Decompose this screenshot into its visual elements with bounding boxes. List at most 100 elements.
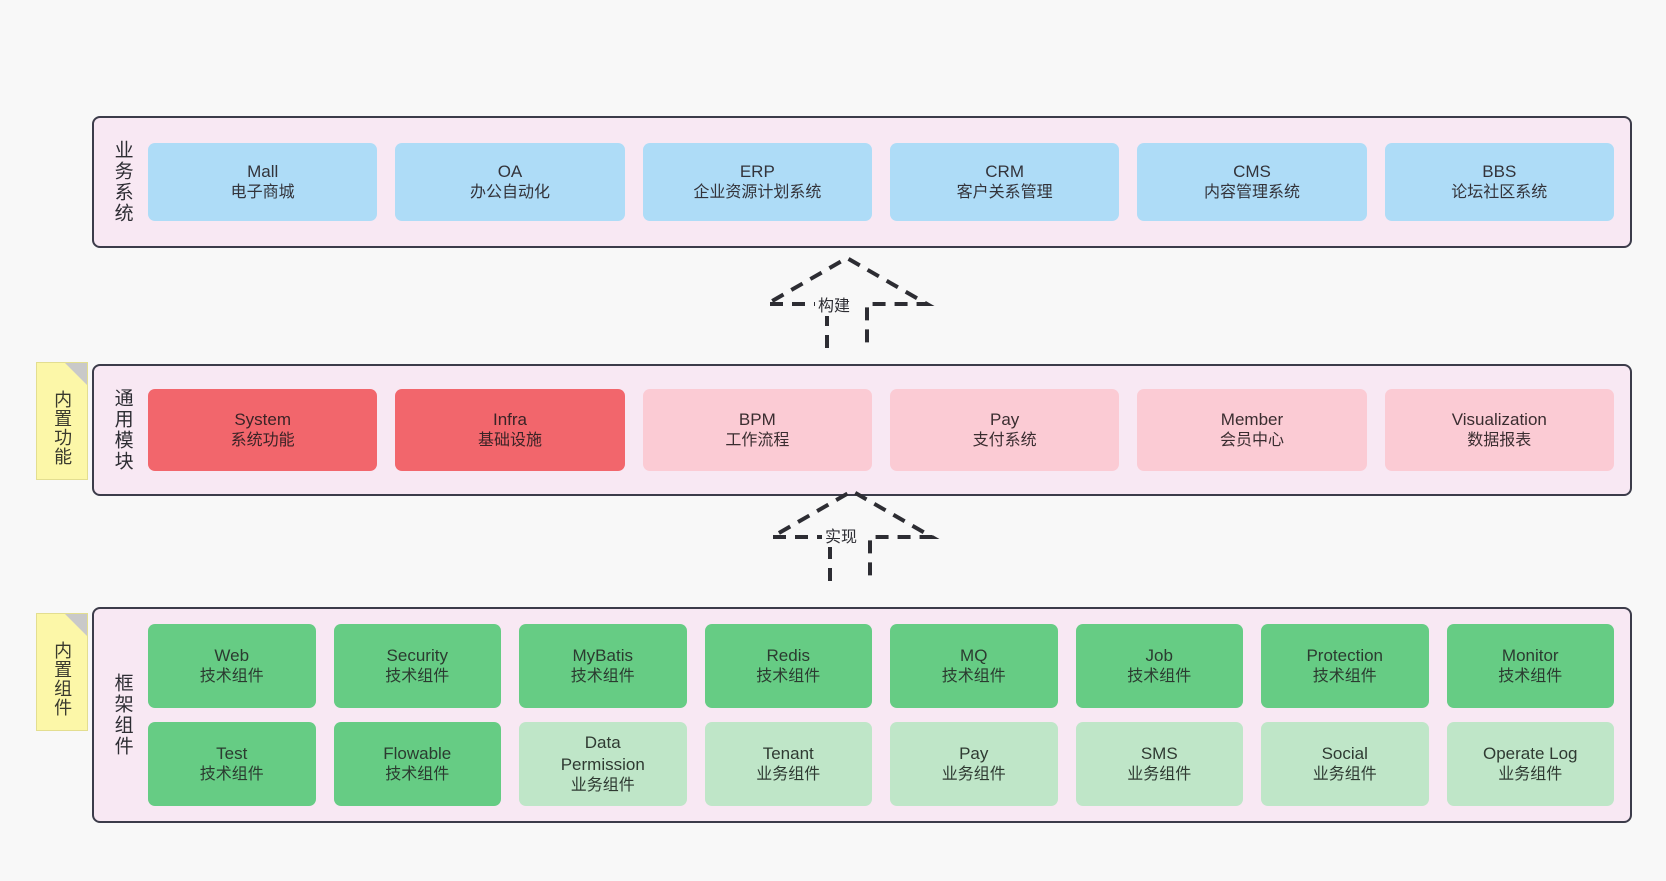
card-title: Monitor: [1501, 645, 1559, 665]
card-subtitle: 电子商城: [230, 183, 295, 201]
card-web[interactable]: Web 技术组件: [148, 624, 316, 708]
card-protection[interactable]: Protection 技术组件: [1261, 624, 1429, 708]
sticky-note-builtin-features: 内置功能: [36, 362, 88, 480]
relation-implement: 实现: [764, 485, 952, 585]
card-title: Pay: [990, 409, 1020, 429]
card-subtitle: 技术组件: [756, 667, 821, 685]
card-subtitle: 业务组件: [1127, 765, 1192, 783]
card-title: Test: [216, 743, 248, 763]
sticky-note-label: 内置功能: [52, 390, 73, 466]
layer-body-framework: Web 技术组件 Security 技术组件 MyBatis 技术组件 Redi…: [144, 609, 1630, 821]
card-mybatis[interactable]: MyBatis 技术组件: [519, 624, 687, 708]
card-title: MQ: [960, 645, 988, 665]
card-operate-log[interactable]: Operate Log 业务组件: [1446, 722, 1614, 806]
card-subtitle: 基础设施: [477, 431, 542, 449]
card-subtitle: 业务组件: [941, 765, 1006, 783]
card-title: Infra: [492, 409, 527, 429]
fold-corner-icon: [65, 363, 87, 385]
card-bbs[interactable]: BBS 论坛社区系统: [1384, 143, 1614, 221]
card-title: Visualization: [1451, 409, 1547, 429]
card-system[interactable]: System 系统功能: [148, 389, 378, 471]
card-title: CMS: [1233, 161, 1271, 181]
card-subtitle: 系统功能: [230, 431, 295, 449]
card-mq[interactable]: MQ 技术组件: [890, 624, 1058, 708]
card-crm[interactable]: CRM 客户关系管理: [889, 143, 1120, 221]
card-visualization[interactable]: Visualization 数据报表: [1384, 389, 1614, 471]
card-subtitle: 技术组件: [385, 765, 450, 783]
card-security[interactable]: Security 技术组件: [333, 624, 501, 708]
card-test[interactable]: Test 技术组件: [148, 722, 316, 806]
card-tenant[interactable]: Tenant 业务组件: [704, 722, 872, 806]
card-subtitle: 业务组件: [1312, 765, 1377, 783]
card-title: MyBatis: [572, 645, 633, 665]
sticky-note-builtin-components: 内置组件: [36, 613, 88, 731]
card-title: Redis: [766, 645, 810, 665]
card-job[interactable]: Job 技术组件: [1075, 624, 1243, 708]
card-title: Tenant: [762, 743, 814, 763]
card-sms[interactable]: SMS 业务组件: [1075, 722, 1243, 806]
layer-framework-component: 框架组件 Web 技术组件 Security 技术组件 MyBatis 技术组件…: [92, 607, 1632, 823]
card-subtitle: 支付系统: [972, 431, 1037, 449]
relation-label-build: 构建: [815, 292, 854, 316]
card-title: Member: [1220, 409, 1284, 429]
card-subtitle: 技术组件: [385, 667, 450, 685]
card-subtitle: 内容管理系统: [1203, 183, 1300, 201]
card-monitor[interactable]: Monitor 技术组件: [1446, 624, 1614, 708]
card-title: Protection: [1306, 645, 1384, 665]
common-card-row: System 系统功能 Infra 基础设施 BPM 工作流程 Pay 支付系统…: [148, 389, 1614, 471]
layer-body-common: System 系统功能 Infra 基础设施 BPM 工作流程 Pay 支付系统…: [144, 366, 1630, 494]
card-title: ERP: [739, 161, 775, 181]
card-social[interactable]: Social 业务组件: [1261, 722, 1429, 806]
card-subtitle: 技术组件: [941, 667, 1006, 685]
card-data-permission[interactable]: Data Permission 业务组件: [519, 722, 687, 806]
card-subtitle: 业务组件: [1498, 765, 1563, 783]
card-pay-component[interactable]: Pay 业务组件: [890, 722, 1058, 806]
card-subtitle: 技术组件: [199, 765, 264, 783]
card-title: SMS: [1140, 743, 1178, 763]
card-subtitle: 技术组件: [570, 667, 635, 685]
generalization-arrow-icon: [764, 488, 940, 581]
card-subtitle: 论坛社区系统: [1451, 183, 1548, 201]
card-title: Security: [386, 645, 448, 665]
card-redis[interactable]: Redis 技术组件: [704, 624, 872, 708]
card-pay-module[interactable]: Pay 支付系统: [889, 389, 1120, 471]
card-erp[interactable]: ERP 企业资源计划系统: [642, 143, 872, 221]
card-title-line2: Permission: [560, 754, 645, 774]
card-title: BBS: [1482, 161, 1517, 181]
layer-title-framework: 框架组件: [111, 673, 133, 757]
card-bpm[interactable]: BPM 工作流程: [642, 389, 872, 471]
card-infra[interactable]: Infra 基础设施: [395, 389, 625, 471]
card-title: Job: [1145, 645, 1173, 665]
card-mall[interactable]: Mall 电子商城: [148, 143, 378, 221]
card-subtitle: 技术组件: [1312, 667, 1377, 685]
card-subtitle: 技术组件: [199, 667, 264, 685]
card-title: Web: [214, 645, 250, 665]
card-subtitle: 业务组件: [756, 765, 821, 783]
card-subtitle: 技术组件: [1127, 667, 1192, 685]
card-cms[interactable]: CMS 内容管理系统: [1137, 143, 1367, 221]
layer-title-common: 通用模块: [111, 388, 133, 472]
layer-body-business: Mall 电子商城 OA 办公自动化 ERP 企业资源计划系统 CRM 客户关系…: [144, 118, 1630, 246]
relation-label-implement: 实现: [822, 523, 861, 547]
business-card-row: Mall 电子商城 OA 办公自动化 ERP 企业资源计划系统 CRM 客户关系…: [148, 143, 1614, 221]
sticky-note-label: 内置组件: [52, 641, 73, 717]
card-title: Operate Log: [1482, 743, 1578, 763]
card-title: CRM: [985, 161, 1024, 181]
card-title: System: [234, 409, 291, 429]
card-subtitle: 数据报表: [1467, 431, 1532, 449]
framework-card-row-2: Test 技术组件 Flowable 技术组件 Data Permission …: [148, 722, 1614, 806]
card-subtitle: 技术组件: [1498, 667, 1563, 685]
card-title: Mall: [247, 161, 279, 181]
layer-common-module: 通用模块 System 系统功能 Infra 基础设施 BPM 工作流程 Pay…: [92, 364, 1632, 496]
layer-business-system: 业务系统 Mall 电子商城 OA 办公自动化 ERP 企业资源计划系统 CRM…: [92, 116, 1632, 248]
card-oa[interactable]: OA 办公自动化: [395, 143, 625, 221]
card-title: Pay: [959, 743, 989, 763]
card-member[interactable]: Member 会员中心: [1137, 389, 1367, 471]
card-title: BPM: [738, 409, 776, 429]
card-flowable[interactable]: Flowable 技术组件: [333, 722, 501, 806]
card-title: Social: [1321, 743, 1368, 763]
card-subtitle: 会员中心: [1219, 431, 1284, 449]
framework-card-row-1: Web 技术组件 Security 技术组件 MyBatis 技术组件 Redi…: [148, 624, 1614, 708]
card-title: Flowable: [383, 743, 452, 763]
